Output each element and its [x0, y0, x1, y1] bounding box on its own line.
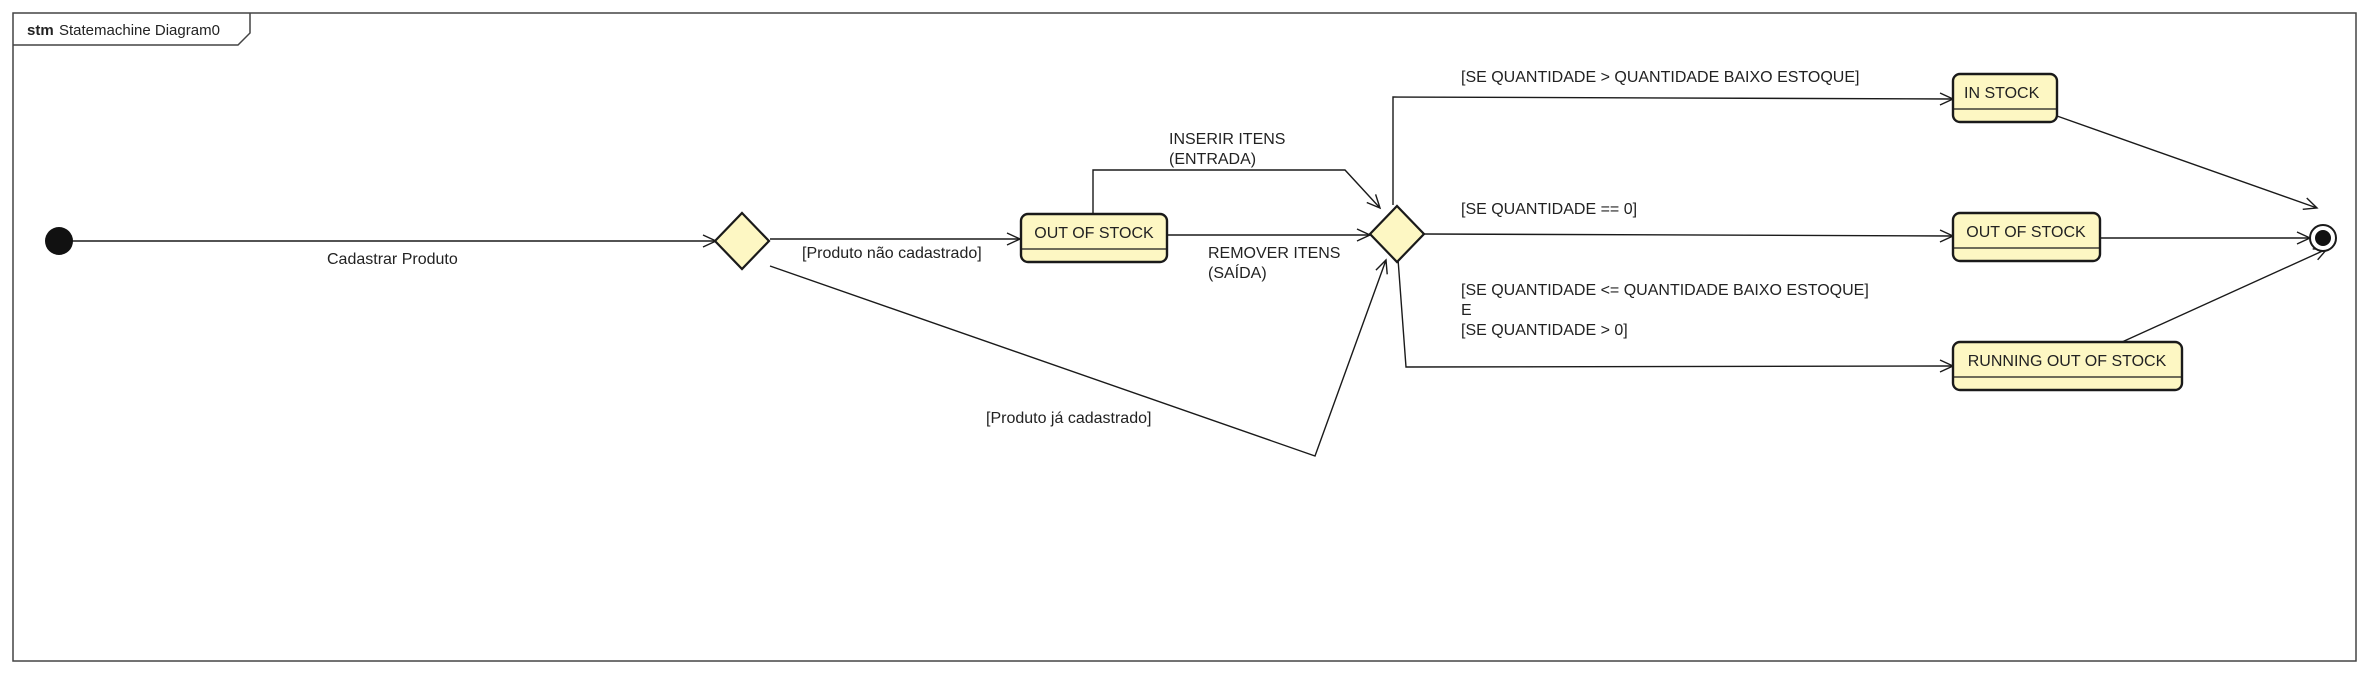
transition-to-running-out[interactable]	[1397, 258, 1955, 373]
label-produto-nao-cadastrado: [Produto não cadastrado]	[802, 245, 982, 262]
label-guard-in-stock: [SE QUANTIDADE > QUANTIDADE BAIXO ESTOQU…	[1461, 69, 1859, 86]
transition-running-out-to-final[interactable]	[2121, 248, 2329, 343]
state-label: OUT OF STOCK	[1966, 224, 2086, 241]
final-state[interactable]	[2309, 224, 2337, 252]
frame-keyword: stm	[27, 22, 54, 39]
choice-node-2[interactable]	[1368, 204, 1426, 264]
state-running-out-of-stock[interactable]: RUNNING OUT OF STOCK	[1951, 340, 2184, 392]
label-produto-ja-cadastrado: [Produto já cadastrado]	[986, 410, 1151, 427]
label-guard-running-1: [SE QUANTIDADE <= QUANTIDADE BAIXO ESTOQ…	[1461, 282, 1869, 299]
choice-node-1[interactable]	[713, 211, 771, 271]
label-guard-running-2: [SE QUANTIDADE > 0]	[1461, 322, 1628, 339]
transition-produto-ja-cadastrado[interactable]	[769, 258, 1388, 457]
state-label: RUNNING OUT OF STOCK	[1968, 353, 2167, 370]
frame-title: Statemachine Diagram0	[59, 22, 220, 39]
label-remover-itens-saida: (SAÍDA)	[1208, 263, 1267, 282]
label-cadastrar-produto: Cadastrar Produto	[327, 251, 458, 268]
label-inserir-itens: INSERIR ITENS	[1169, 131, 1285, 148]
frame-tab	[13, 13, 251, 46]
state-out-of-stock[interactable]: OUT OF STOCK	[1951, 211, 2102, 263]
label-guard-zero: [SE QUANTIDADE == 0]	[1461, 201, 1637, 218]
state-out-of-stock-initial[interactable]: OUT OF STOCK	[1019, 212, 1169, 264]
transition-to-in-stock[interactable]	[1392, 92, 1955, 205]
label-remover-itens: REMOVER ITENS	[1208, 245, 1340, 262]
transition-inserir-itens[interactable]	[1092, 169, 1382, 213]
label-inserir-itens-entrada: (ENTRADA)	[1169, 151, 1256, 168]
state-label: OUT OF STOCK	[1034, 225, 1154, 242]
label-guard-running-and: E	[1461, 302, 1472, 319]
transition-to-out-of-stock[interactable]	[1423, 229, 1955, 243]
state-in-stock[interactable]: IN STOCK	[1951, 72, 2059, 124]
transition-in-stock-to-final[interactable]	[2056, 115, 2319, 211]
transition-labels: Cadastrar Produto [Produto não cadastrad…	[327, 69, 1869, 427]
initial-state[interactable]	[45, 227, 73, 255]
state-label: IN STOCK	[1964, 85, 2040, 102]
transitions	[60, 92, 2329, 457]
